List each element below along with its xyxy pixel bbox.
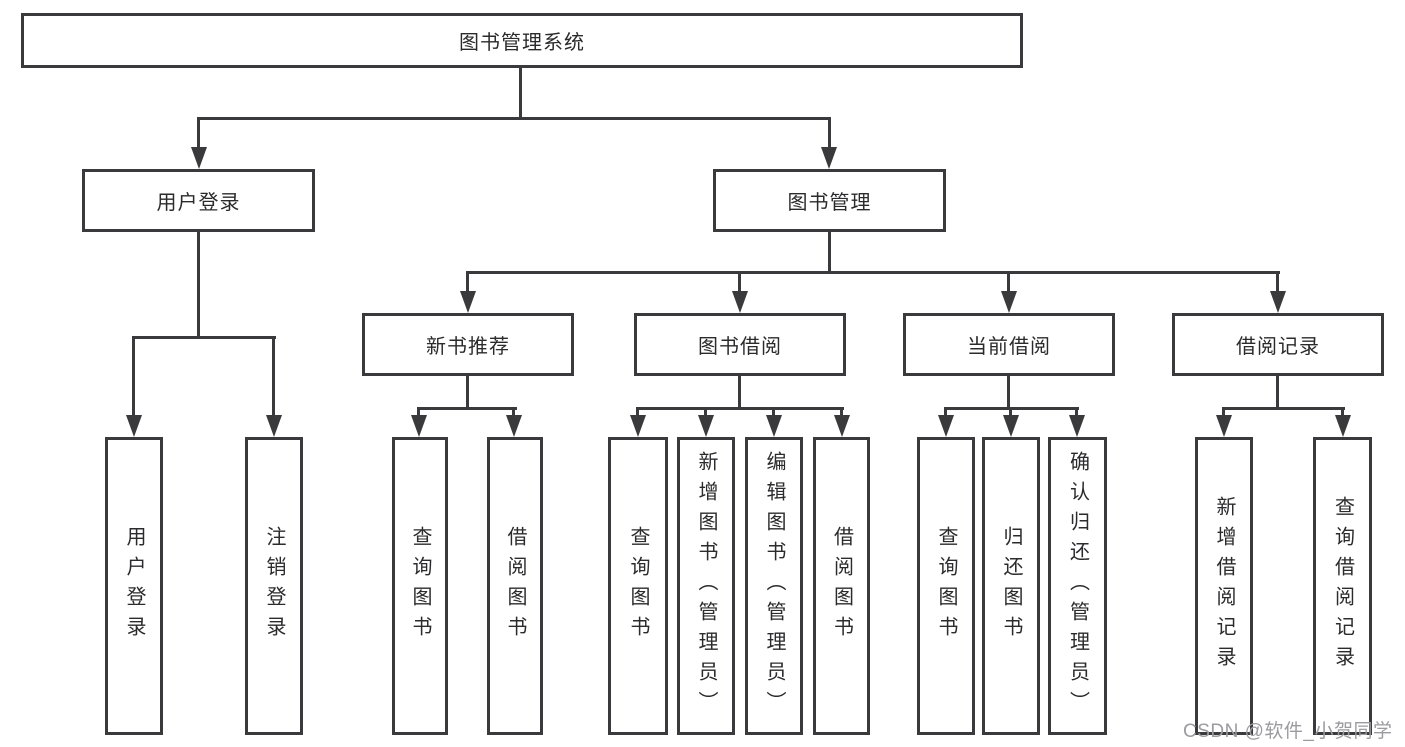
leaf-query-books-recommend: 查询图书 xyxy=(392,437,448,735)
connector-current-borrow-stem xyxy=(1007,376,1010,410)
arrowhead-icon xyxy=(1001,291,1017,313)
connector-book-borrow-stem xyxy=(738,376,741,410)
arrowhead-icon xyxy=(698,415,714,437)
node-user-login: 用户登录 xyxy=(82,169,315,232)
node-label: 查询图书 xyxy=(409,526,431,646)
csdn-watermark: CSDN @软件_小贺同学 xyxy=(1183,721,1393,742)
arrowhead-icon xyxy=(411,415,427,437)
connector-leaf-stem xyxy=(512,407,515,417)
node-book-borrow: 图书借阅 xyxy=(634,313,846,376)
arrowhead-icon xyxy=(1003,415,1019,437)
connector-borrow-records-stem xyxy=(1276,376,1279,410)
arrowhead-icon xyxy=(938,415,954,437)
connector-leaf-stem xyxy=(636,407,639,417)
arrowhead-icon xyxy=(766,415,782,437)
connector-book-borrow-split xyxy=(636,407,844,410)
node-label: 用户登录 xyxy=(123,526,145,646)
connector-book-management-split xyxy=(466,271,1280,274)
node-label: 新书推荐 xyxy=(426,336,510,358)
node-label: 借阅记录 xyxy=(1236,336,1320,358)
node-new-book-recommend: 新书推荐 xyxy=(362,313,574,376)
node-label: 查询图书 xyxy=(935,526,957,646)
connector-new-book-recommend-stem xyxy=(466,376,469,410)
node-label: 借阅图书 xyxy=(504,526,526,646)
node-label: 借阅图书 xyxy=(830,526,853,646)
arrowhead-icon xyxy=(1216,415,1232,437)
connector-leaf-stem xyxy=(944,407,947,417)
connector-to-borrow-records xyxy=(1276,271,1279,293)
node-book-management: 图书管理 xyxy=(713,169,946,232)
connector-leaf-stem xyxy=(840,407,843,417)
connector-to-user-login xyxy=(197,117,200,147)
node-label: 图书管理 xyxy=(787,192,872,214)
connector-to-book-borrow xyxy=(738,271,741,293)
arrowhead-icon xyxy=(1335,415,1351,437)
node-current-borrow: 当前借阅 xyxy=(903,313,1115,376)
connector-to-user-login-leaf xyxy=(132,336,135,415)
leaf-user-login: 用户登录 xyxy=(105,437,163,735)
connector-to-current-borrow xyxy=(1007,271,1010,293)
node-label: 当前借阅 xyxy=(967,336,1051,358)
leaf-borrow-books: 借阅图书 xyxy=(813,437,870,735)
arrowhead-icon xyxy=(1270,291,1286,313)
connector-leaf-stem xyxy=(704,407,707,417)
arrowhead-icon xyxy=(460,291,476,313)
arrowhead-icon xyxy=(630,415,646,437)
connector-leaf-stem xyxy=(772,407,775,417)
node-label: 用户登录 xyxy=(156,192,241,214)
connector-leaf-stem xyxy=(1341,407,1344,417)
node-borrow-records: 借阅记录 xyxy=(1172,313,1384,376)
node-label: 新增图书（管理员） xyxy=(695,451,717,721)
node-label: 图书管理系统 xyxy=(459,32,585,54)
connector-leaf-stem xyxy=(1075,407,1078,417)
leaf-query-borrow-record: 查询借阅记录 xyxy=(1313,437,1372,735)
node-label: 归还图书 xyxy=(1000,526,1022,646)
leaf-add-borrow-record: 新增借阅记录 xyxy=(1195,437,1253,735)
node-book-management-system: 图书管理系统 xyxy=(21,13,1023,68)
leaf-logout: 注销登录 xyxy=(245,437,303,735)
arrowhead-icon xyxy=(821,147,837,169)
connector-root-split xyxy=(197,117,831,120)
connector-leaf-stem xyxy=(1222,407,1225,417)
connector-book-management-stem xyxy=(828,232,831,274)
leaf-add-books-admin: 新增图书（管理员） xyxy=(677,437,735,735)
node-label: 编辑图书（管理员） xyxy=(763,451,785,721)
connector-leaf-stem xyxy=(1009,407,1012,417)
connector-to-logout-leaf xyxy=(272,336,275,415)
connector-root-stem xyxy=(519,68,522,120)
connector-new-book-recommend-split xyxy=(417,407,517,410)
leaf-borrow-books-recommend: 借阅图书 xyxy=(487,437,543,735)
connector-to-new-book-recommend xyxy=(466,271,469,293)
connector-borrow-records-split xyxy=(1222,407,1345,410)
node-label: 查询借阅记录 xyxy=(1331,496,1354,676)
leaf-query-books-current: 查询图书 xyxy=(917,437,975,735)
leaf-confirm-return-admin: 确认归还（管理员） xyxy=(1048,437,1107,735)
connector-user-login-split xyxy=(132,336,276,339)
leaf-return-books: 归还图书 xyxy=(982,437,1040,735)
arrowhead-icon xyxy=(191,147,207,169)
node-label: 新增借阅记录 xyxy=(1213,496,1235,676)
arrowhead-icon xyxy=(266,415,282,437)
connector-to-book-management xyxy=(828,117,831,147)
arrowhead-icon xyxy=(506,415,522,437)
arrowhead-icon xyxy=(732,291,748,313)
node-label: 注销登录 xyxy=(263,526,285,646)
connector-leaf-stem xyxy=(417,407,420,417)
arrowhead-icon xyxy=(126,415,142,437)
node-label: 查询图书 xyxy=(627,526,649,646)
leaf-query-books-borrow: 查询图书 xyxy=(608,437,668,735)
leaf-edit-books-admin: 编辑图书（管理员） xyxy=(745,437,803,735)
node-label: 确认归还（管理员） xyxy=(1066,451,1089,721)
node-label: 图书借阅 xyxy=(698,336,782,358)
arrowhead-icon xyxy=(1069,415,1085,437)
arrowhead-icon xyxy=(834,415,850,437)
connector-user-login-stem xyxy=(197,232,200,339)
